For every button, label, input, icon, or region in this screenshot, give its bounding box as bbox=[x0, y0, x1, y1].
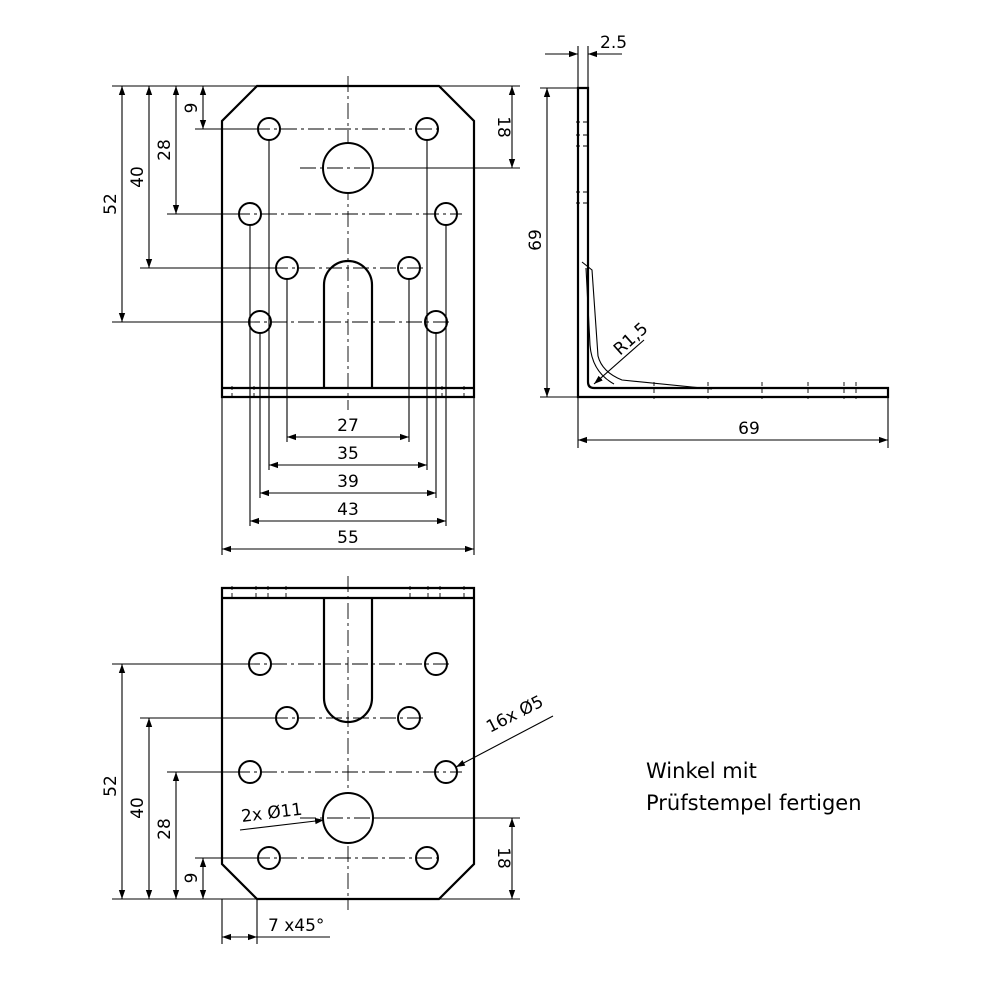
dim-18: 18 bbox=[493, 116, 513, 138]
dim-40: 40 bbox=[128, 797, 148, 819]
dim-27: 27 bbox=[337, 416, 359, 436]
dim-28: 28 bbox=[155, 139, 175, 161]
dim-52: 52 bbox=[101, 775, 121, 797]
radius-leader bbox=[593, 339, 645, 385]
note-line-1: Winkel mit bbox=[646, 759, 757, 783]
side-rib bbox=[581, 261, 713, 390]
small-holes-label: 16x Ø5 bbox=[483, 692, 547, 738]
side-view: 2.5 69 69 R1,5 bbox=[526, 33, 890, 448]
top-slot bbox=[322, 259, 374, 388]
note-line-2: Prüfstempel fertigen bbox=[646, 791, 862, 815]
dim-9: 9 bbox=[182, 103, 202, 114]
top-view: 27 35 39 43 55 52 40 28 9 18 bbox=[101, 76, 520, 555]
dim-52: 52 bbox=[101, 193, 121, 215]
dim-thickness: 2.5 bbox=[600, 33, 627, 53]
small-holes-leader bbox=[455, 715, 554, 768]
dim-chamfer: 7 x45° bbox=[268, 916, 324, 936]
dim-43: 43 bbox=[337, 500, 359, 520]
dim-28: 28 bbox=[155, 818, 175, 840]
dim-height: 69 bbox=[526, 229, 546, 251]
dim-40: 40 bbox=[128, 166, 148, 188]
side-rib bbox=[585, 267, 615, 385]
bottom-view: 52 40 28 9 18 7 x45° 16x Ø5 2x Ø11 bbox=[101, 576, 554, 944]
dim-55: 55 bbox=[337, 528, 359, 548]
dim-39: 39 bbox=[337, 472, 359, 492]
large-holes-leader bbox=[239, 817, 325, 831]
dim-18: 18 bbox=[493, 847, 513, 869]
dim-radius: R1,5 bbox=[610, 319, 652, 360]
large-holes-label: 2x Ø11 bbox=[240, 800, 303, 827]
dim-35: 35 bbox=[337, 444, 359, 464]
dim-9: 9 bbox=[182, 873, 202, 884]
dim-length: 69 bbox=[738, 419, 760, 439]
side-profile-outline bbox=[576, 86, 890, 399]
